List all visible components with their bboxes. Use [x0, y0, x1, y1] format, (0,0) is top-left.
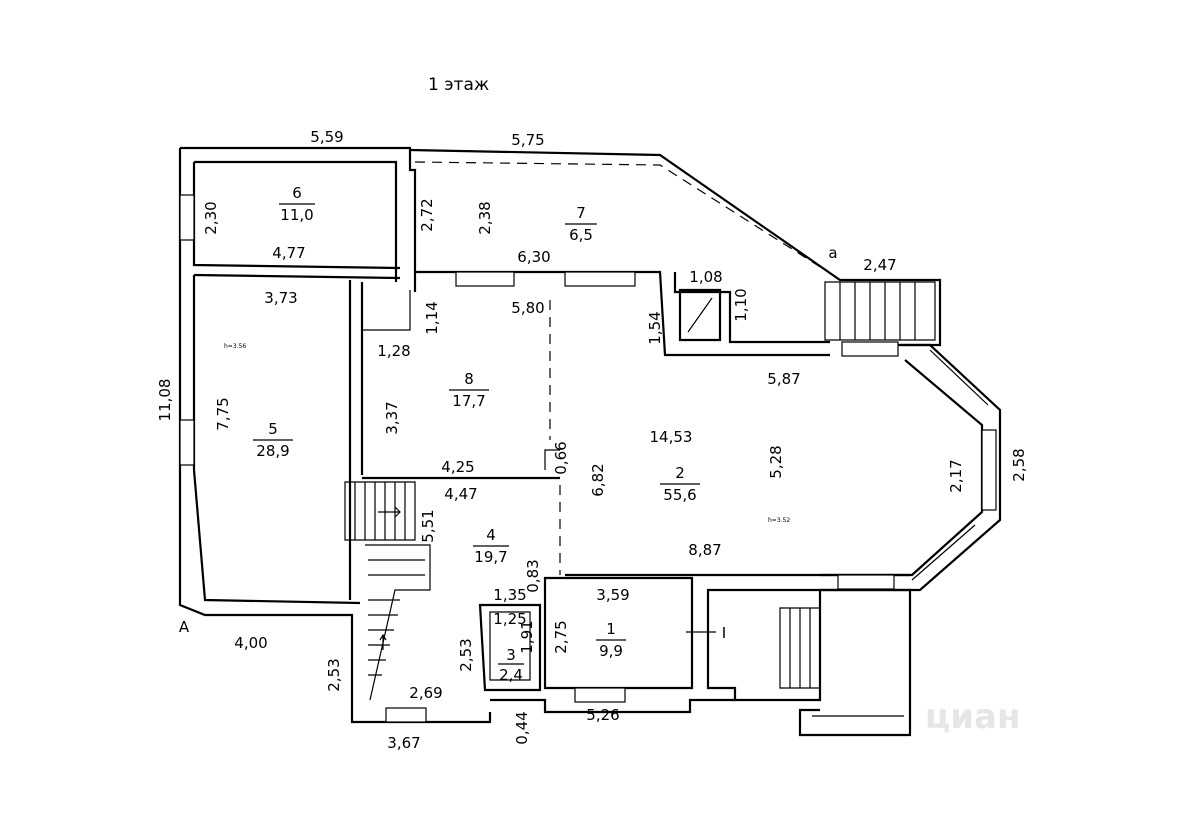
dimension-label: 0,83	[524, 559, 542, 592]
dimension-label: 1,28	[377, 342, 410, 360]
dimension-label: 11,08	[156, 379, 174, 422]
dimension-label: 1,35	[493, 586, 526, 604]
dimension-label: 3,37	[383, 401, 401, 434]
section-marker: I	[722, 624, 726, 642]
dimension-label: 1,25	[493, 610, 526, 628]
dimension-label: 2,17	[947, 459, 965, 492]
dimension-label: 2,30	[202, 201, 220, 234]
room-number: 6	[292, 184, 302, 202]
room-area: 9,9	[599, 642, 623, 660]
floor-plan-dashed-lines	[414, 161, 826, 575]
dimension-label: 1,08	[689, 268, 722, 286]
dimension-label: 6,30	[517, 248, 550, 266]
room-number: 4	[486, 526, 496, 544]
dimension-label: 4,25	[441, 458, 474, 476]
room-area: 2,4	[499, 666, 523, 684]
dimension-label: 2,69	[409, 684, 442, 702]
dimension-label: 3,67	[387, 734, 420, 752]
dimension-label: 2,72	[418, 198, 436, 231]
dimension-label: 5,59	[310, 128, 343, 146]
room-area: 11,0	[280, 206, 313, 224]
watermark: циан	[925, 697, 1020, 737]
room-labels: 1 9,9 2 55,6 3 2,4 4 19,7 5 28,9 6 11,0 …	[253, 184, 700, 684]
dimension-label: 1,10	[732, 288, 750, 321]
dimension-label: 5,51	[419, 509, 437, 542]
ceiling-height-label: h=3.56	[224, 343, 246, 350]
dimension-label: 4,77	[272, 244, 305, 262]
ceiling-height-label: h=3.52	[768, 517, 790, 524]
dimension-label: 2,38	[476, 201, 494, 234]
room-area: 6,5	[569, 226, 593, 244]
room-area: 28,9	[256, 442, 289, 460]
floor-plan-windows	[179, 194, 997, 723]
dimension-label: 14,53	[650, 428, 693, 446]
room-number: 8	[464, 370, 474, 388]
dimension-label: 0,44	[513, 711, 531, 744]
floor-title: 1 этаж	[428, 75, 489, 95]
dimension-label: 5,80	[511, 299, 544, 317]
dimension-labels: 5,59 5,75 2,30 4,77 2,72 2,38 6,30 1,08 …	[156, 128, 1028, 752]
room-area: 55,6	[663, 486, 696, 504]
dimension-label: 3,59	[596, 586, 629, 604]
marker-label: A	[179, 618, 190, 636]
dimension-label: 2,75	[552, 620, 570, 653]
room-number: 7	[576, 204, 586, 222]
dimension-label: 7,75	[214, 397, 232, 430]
dimension-label: 0,66	[552, 441, 570, 474]
dimension-label: 4,00	[234, 634, 267, 652]
dimension-label: 3,73	[264, 289, 297, 307]
dimension-label: 2,58	[1010, 448, 1028, 481]
dimension-label: 1,91	[518, 620, 536, 653]
room-number: 1	[606, 620, 616, 638]
room-number: 3	[506, 646, 516, 664]
dimension-label: 5,87	[767, 370, 800, 388]
dimension-label: 1,54	[646, 311, 664, 344]
room-number: 5	[268, 420, 278, 438]
dimension-label: 2,53	[457, 638, 475, 671]
dimension-label: 4,47	[444, 485, 477, 503]
dimension-label: 5,26	[586, 706, 619, 724]
room-number: 2	[675, 464, 685, 482]
room-area: 19,7	[474, 548, 507, 566]
dimension-label: 2,53	[325, 658, 343, 691]
dimension-label: 6,82	[589, 463, 607, 496]
dimension-label: 5,28	[767, 445, 785, 478]
marker-label: a	[828, 244, 837, 262]
dimension-label: 2,47	[863, 256, 896, 274]
dimension-label: 5,75	[511, 131, 544, 149]
dimension-label: 1,14	[423, 301, 441, 334]
dimension-label: 8,87	[688, 541, 721, 559]
room-area: 17,7	[452, 392, 485, 410]
